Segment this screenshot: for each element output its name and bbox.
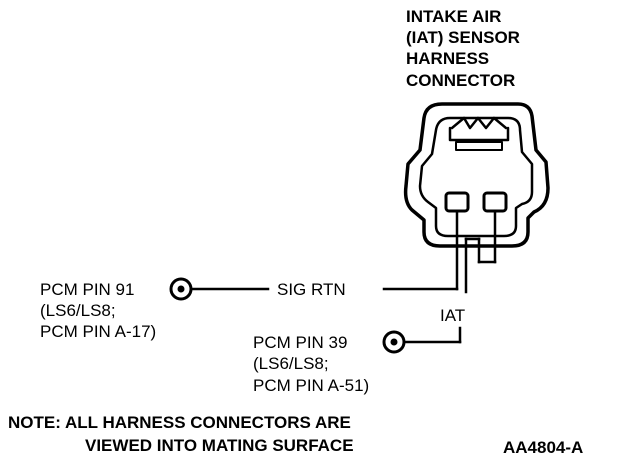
connector-title: INTAKE AIR (IAT) SENSOR HARNESS CONNECTO… bbox=[406, 7, 520, 90]
terminal-cavity-right bbox=[482, 191, 508, 213]
connector-lock-slot bbox=[455, 141, 503, 151]
pcm-pin-39-terminal bbox=[382, 330, 406, 354]
note-line-1: NOTE: ALL HARNESS CONNECTORS ARE bbox=[8, 413, 351, 432]
pin-39-line-1: PCM PIN 39 bbox=[253, 333, 347, 352]
pin-91-line-2: (LS6/LS8; bbox=[40, 301, 116, 320]
connector-title-line-3: HARNESS bbox=[406, 49, 489, 68]
sig-rtn-label: SIG RTN bbox=[277, 280, 346, 299]
note-block: NOTE: ALL HARNESS CONNECTORS ARE VIEWED … bbox=[8, 413, 354, 455]
pin-91-line-3: PCM PIN A-17) bbox=[40, 322, 156, 341]
iat-label: IAT bbox=[440, 306, 465, 325]
pcm-pin-39-label: PCM PIN 39 (LS6/LS8; PCM PIN A-51) bbox=[253, 333, 369, 395]
connector-title-line-2: (IAT) SENSOR bbox=[406, 28, 520, 47]
wires bbox=[190, 209, 497, 344]
terminal-cavity-left bbox=[444, 191, 470, 213]
pin-91-terminal-ring bbox=[169, 277, 193, 301]
pin-91-line-1: PCM PIN 91 bbox=[40, 280, 134, 299]
connector-outer-body bbox=[403, 102, 550, 248]
connector-inner-body bbox=[418, 116, 534, 238]
pin-39-terminal-ring bbox=[382, 330, 406, 354]
pin-39-line-2: (LS6/LS8; bbox=[253, 354, 329, 373]
harness-connector bbox=[403, 102, 550, 248]
note-line-2: VIEWED INTO MATING SURFACE bbox=[85, 436, 354, 455]
pcm-pin-91-label: PCM PIN 91 (LS6/LS8; PCM PIN A-17) bbox=[40, 280, 156, 341]
connector-lock-tab-ribs bbox=[450, 116, 508, 130]
connector-lock-tab bbox=[448, 126, 510, 142]
pin-91-terminal-dot bbox=[177, 285, 185, 293]
pcm-pin-91-terminal bbox=[169, 277, 193, 301]
figure-id: AA4804-A bbox=[503, 438, 583, 457]
pin-39-line-3: PCM PIN A-51) bbox=[253, 376, 369, 395]
connector-title-line-4: CONNECTOR bbox=[406, 71, 515, 90]
pin-39-terminal-dot bbox=[390, 338, 398, 346]
connector-title-line-1: INTAKE AIR bbox=[406, 7, 501, 26]
